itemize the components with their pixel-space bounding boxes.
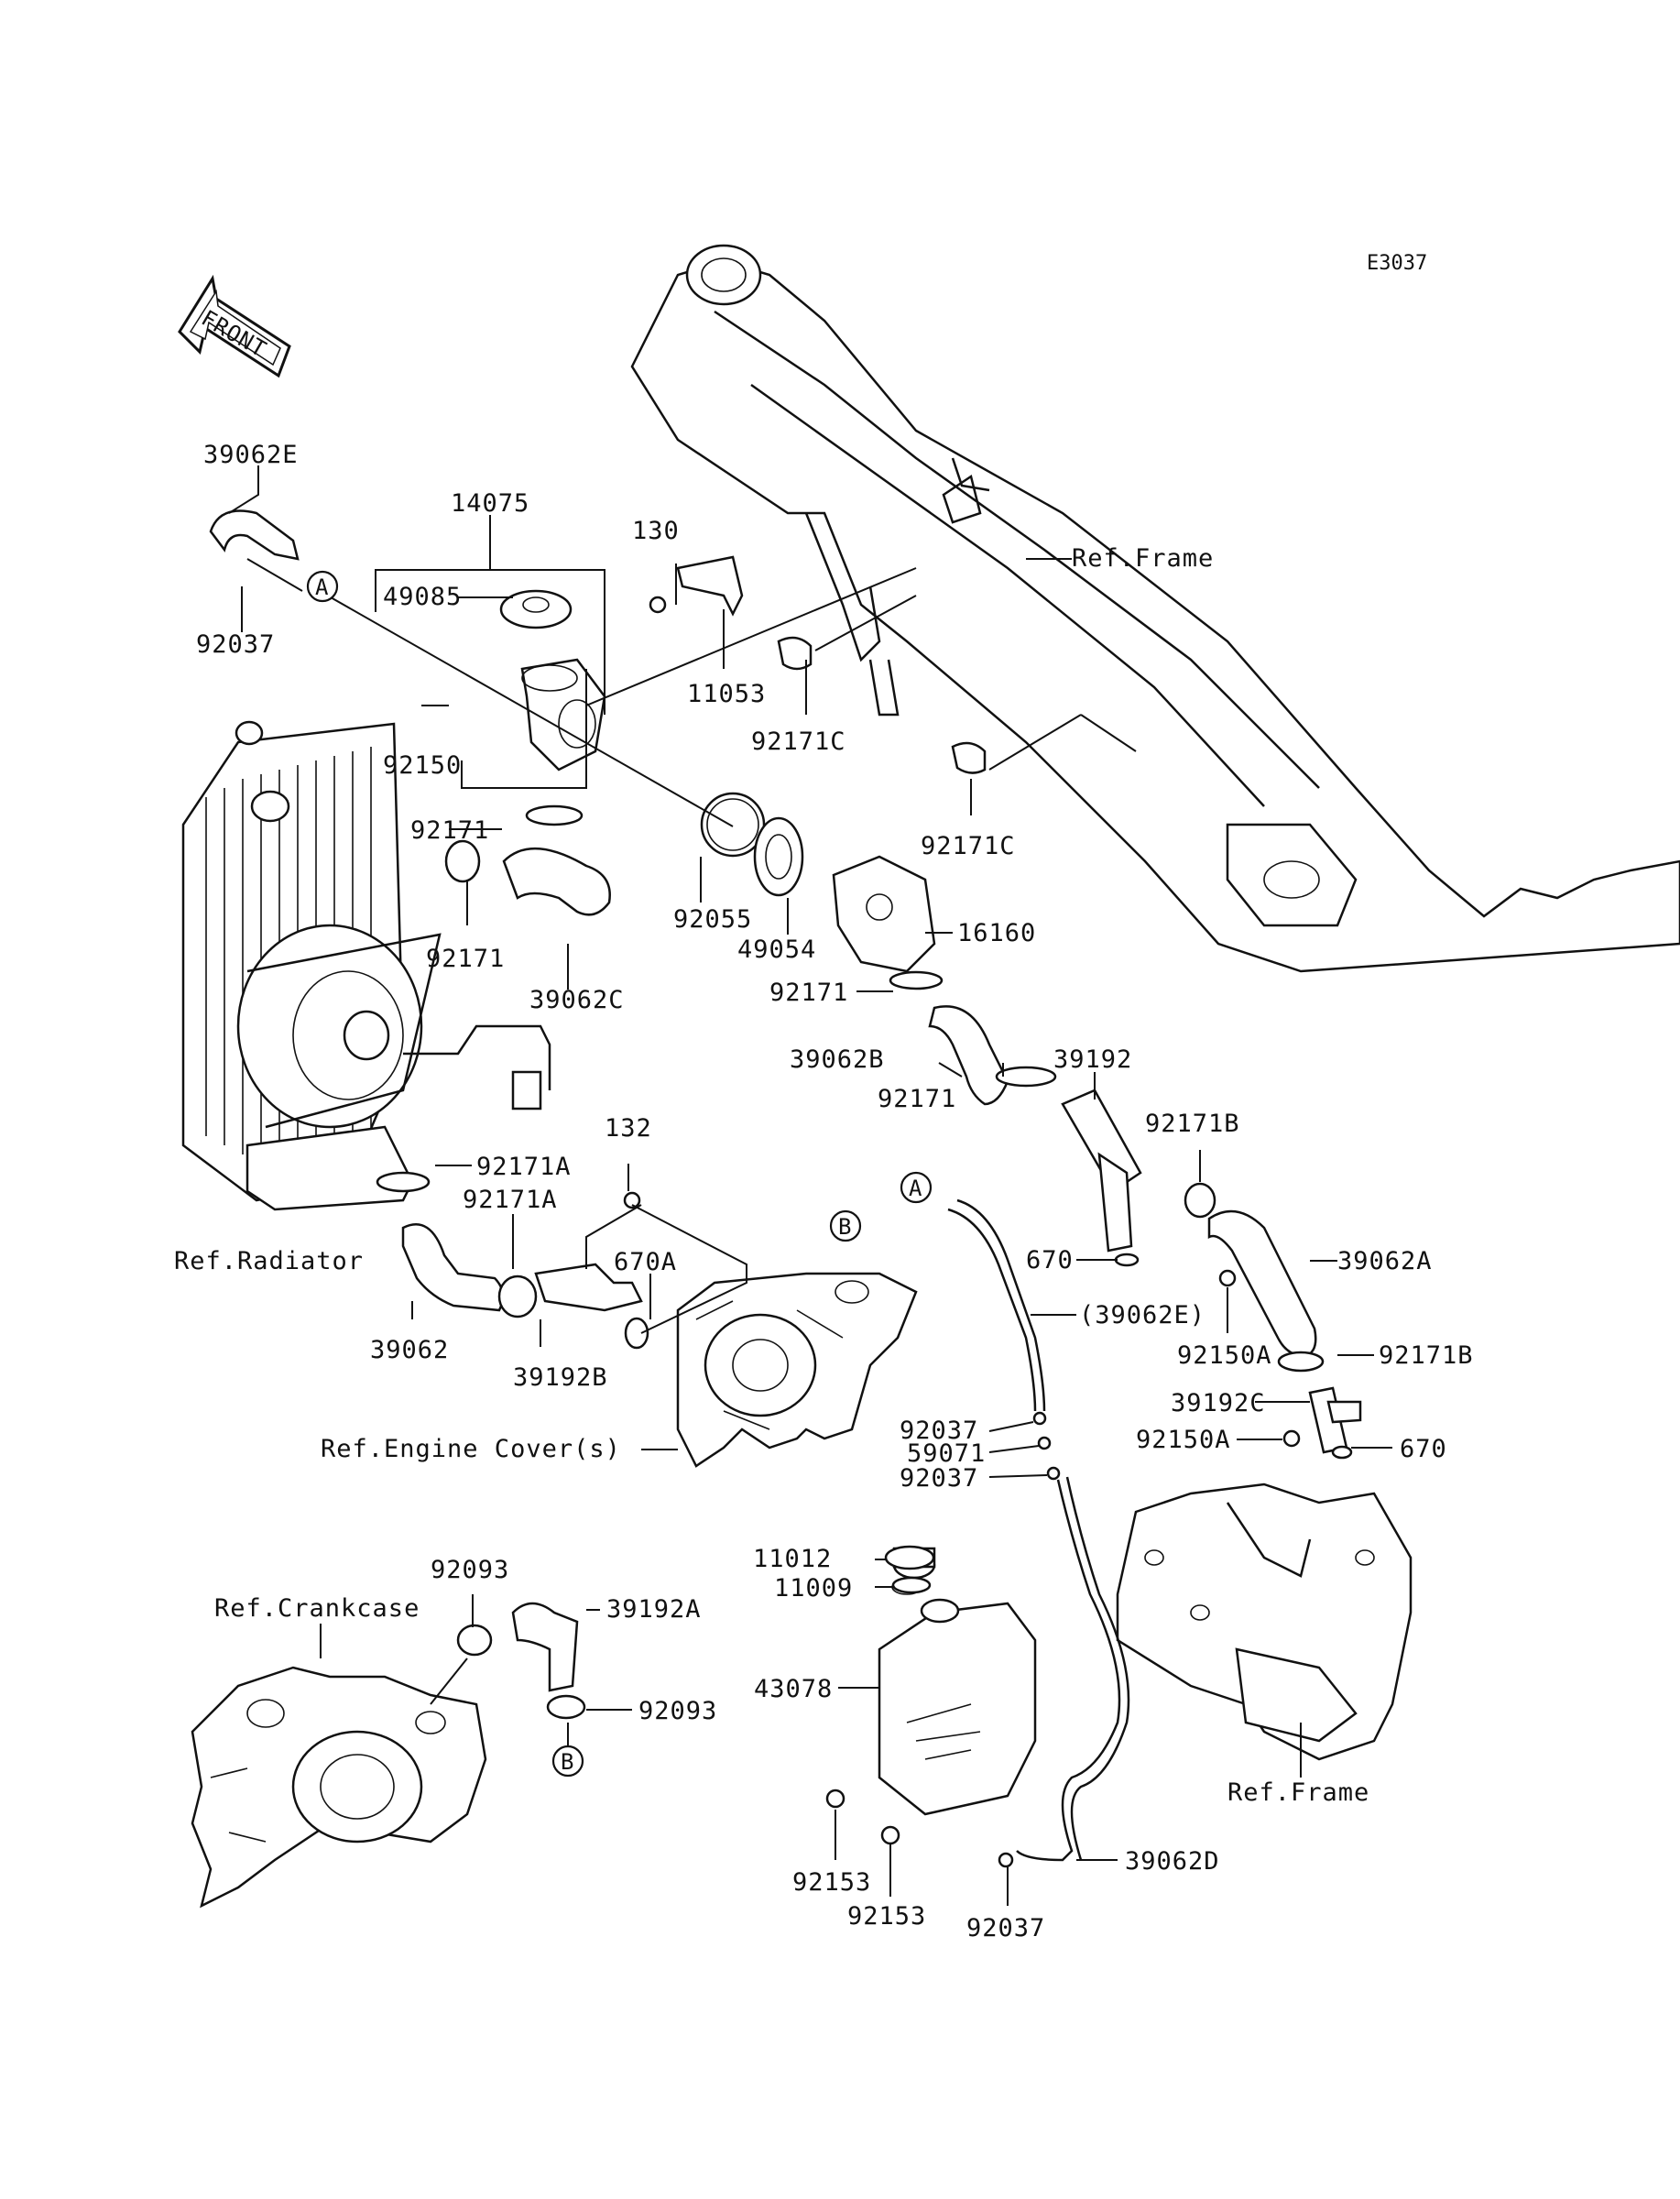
part-49085: 49085 — [383, 583, 462, 611]
ref-radiator-label: Ref.Radiator — [174, 1247, 364, 1275]
part-132: 132 — [605, 1114, 652, 1143]
part-92055: 92055 — [673, 905, 752, 934]
part-39062A: 39062A — [1337, 1247, 1433, 1275]
ref-crankcase-label: Ref.Crankcase — [214, 1594, 420, 1623]
part-11053: 11053 — [687, 680, 766, 708]
part-39062: 39062 — [370, 1336, 449, 1364]
part-670-b: 670 — [1400, 1435, 1447, 1463]
hoses-and-fittings — [209, 509, 1362, 1868]
ref-engine-cover-label: Ref.Engine Cover(s) — [321, 1435, 621, 1463]
callout-a-top: A — [306, 570, 339, 603]
part-39062E-ref: (39062E) — [1079, 1301, 1205, 1329]
part-43078: 43078 — [754, 1675, 833, 1703]
part-39062E: 39062E — [203, 441, 299, 469]
part-130: 130 — [632, 517, 680, 545]
part-92037-mid2: 92037 — [900, 1464, 978, 1493]
part-92171A-a: 92171A — [476, 1153, 572, 1181]
svg-text:B: B — [838, 1214, 851, 1240]
part-92171A-b: 92171A — [463, 1186, 558, 1214]
part-39192A: 39192A — [606, 1595, 702, 1624]
part-11012: 11012 — [753, 1545, 832, 1573]
frame-bottom-drawing — [1116, 1482, 1413, 1761]
part-92150A-b: 92150A — [1136, 1426, 1231, 1454]
part-49054: 49054 — [737, 935, 816, 964]
part-92150A-a: 92150A — [1177, 1341, 1272, 1370]
callout-b-top: B — [829, 1209, 862, 1242]
part-92171B-a: 92171B — [1145, 1110, 1240, 1138]
part-92153-b: 92153 — [847, 1902, 926, 1931]
part-670A: 670A — [614, 1248, 677, 1276]
part-11009: 11009 — [774, 1574, 853, 1603]
engine-cover-drawing — [676, 1272, 918, 1468]
part-92037-bot: 92037 — [966, 1914, 1045, 1942]
part-92171B-b: 92171B — [1379, 1341, 1474, 1370]
part-92153-a: 92153 — [792, 1868, 871, 1897]
part-39062B: 39062B — [790, 1045, 885, 1074]
part-92037-mid1: 92037 — [900, 1417, 978, 1445]
ref-frame-bottom-label: Ref.Frame — [1227, 1778, 1369, 1807]
part-39192C: 39192C — [1171, 1389, 1266, 1417]
callout-a-mid: A — [900, 1171, 933, 1204]
part-59071: 59071 — [907, 1439, 986, 1468]
part-92171-d: 92171 — [878, 1085, 956, 1113]
part-39192: 39192 — [1053, 1045, 1132, 1074]
part-39062C: 39062C — [529, 986, 625, 1014]
part-16160: 16160 — [957, 919, 1036, 947]
part-92171-a: 92171 — [410, 816, 489, 845]
frame-top-drawing — [630, 244, 1680, 973]
svg-text:B: B — [561, 1749, 573, 1775]
part-92093-a: 92093 — [431, 1556, 509, 1584]
part-92037-top: 92037 — [196, 630, 275, 659]
part-92171C-b: 92171C — [921, 832, 1016, 860]
part-92171-b: 92171 — [426, 945, 505, 973]
part-14075: 14075 — [451, 489, 529, 518]
part-92171-c: 92171 — [769, 979, 848, 1007]
ref-frame-top-label: Ref.Frame — [1072, 544, 1214, 573]
leader-lines — [228, 465, 1392, 1906]
front-arrow-icon: FRONT — [178, 274, 291, 378]
part-92150: 92150 — [383, 751, 462, 780]
callout-b-bottom: B — [551, 1745, 584, 1778]
radiator-drawing — [181, 720, 551, 1211]
svg-text:A: A — [909, 1176, 922, 1201]
svg-text:A: A — [315, 574, 329, 600]
crankcase-drawing — [191, 1666, 487, 1909]
part-670-a: 670 — [1026, 1246, 1074, 1275]
diagram-code: E3037 — [1367, 252, 1427, 275]
part-39062D: 39062D — [1125, 1847, 1220, 1876]
part-39192B: 39192B — [513, 1363, 608, 1392]
part-92171C-a: 92171C — [751, 728, 846, 756]
part-92093-b: 92093 — [638, 1697, 717, 1725]
